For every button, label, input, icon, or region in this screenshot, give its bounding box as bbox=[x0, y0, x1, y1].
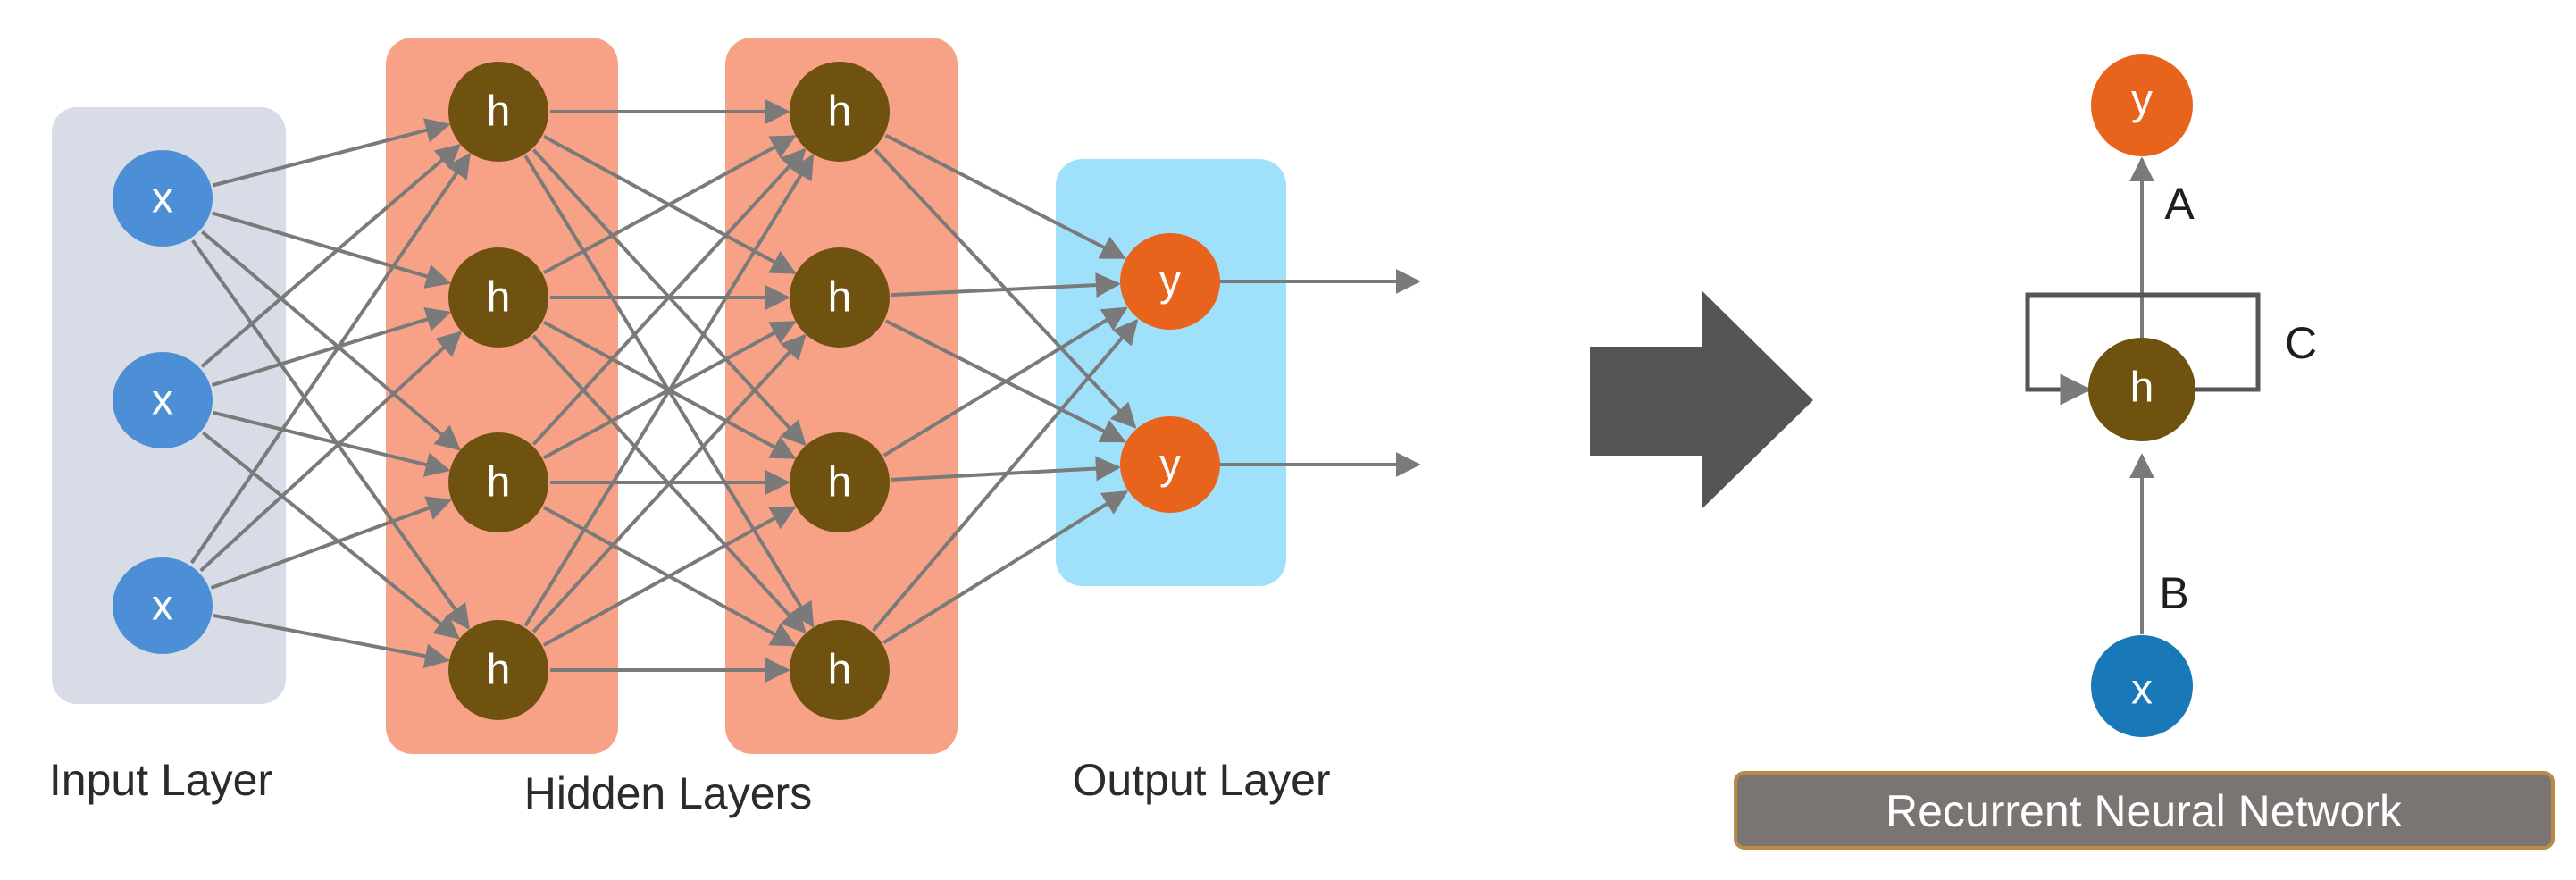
hidden-layer-1-panel bbox=[386, 38, 618, 754]
right-arrow-icon bbox=[1590, 290, 1813, 509]
rnn-input-node-label: x bbox=[2131, 666, 2153, 714]
input-node-label: x bbox=[152, 582, 173, 630]
hidden-node-label: h bbox=[487, 459, 511, 507]
hidden-node-label: h bbox=[487, 88, 511, 136]
output-node-label: y bbox=[1159, 441, 1181, 489]
connection-edge bbox=[211, 306, 452, 387]
hidden-layers-label: Hidden Layers bbox=[524, 768, 812, 818]
connection-edge bbox=[531, 147, 807, 446]
hidden-node-label: h bbox=[828, 274, 852, 322]
connection-edge bbox=[199, 331, 463, 573]
connection-edge bbox=[523, 154, 815, 627]
input-node-label: x bbox=[152, 377, 173, 424]
rnn-edge-b-label: B bbox=[2159, 568, 2188, 618]
rnn-hidden-node: h bbox=[2088, 338, 2195, 441]
hidden-node: h bbox=[790, 432, 890, 532]
hidden-node: h bbox=[448, 620, 548, 720]
rnn-input-node: x bbox=[2091, 635, 2193, 737]
hidden-node-label: h bbox=[487, 647, 511, 694]
rnn-output-node-label: y bbox=[2131, 77, 2153, 124]
input-layer-label: Input Layer bbox=[49, 755, 272, 805]
output-node-label: y bbox=[1159, 258, 1181, 306]
input-node: x bbox=[113, 150, 213, 247]
output-node: y bbox=[1120, 233, 1220, 330]
connection-edge bbox=[200, 143, 462, 368]
rnn-caption-box bbox=[1734, 771, 2555, 850]
hidden-node-label: h bbox=[828, 647, 852, 694]
hidden-node: h bbox=[448, 432, 548, 532]
connection-edge bbox=[882, 306, 1128, 457]
rnn-recurrent-loop bbox=[2025, 292, 2261, 406]
connection-edge bbox=[542, 506, 797, 647]
hidden-node-label: h bbox=[828, 459, 852, 507]
connection-edge bbox=[212, 410, 451, 477]
input-node: x bbox=[113, 557, 213, 654]
rnn-hidden-node-label: h bbox=[2130, 365, 2154, 412]
connection-edge bbox=[542, 134, 797, 275]
connection-edge bbox=[213, 613, 450, 669]
input-node-label: x bbox=[152, 175, 173, 222]
connection-edge bbox=[201, 431, 460, 640]
output-layer-label: Output Layer bbox=[1072, 755, 1330, 805]
connection-edges bbox=[189, 99, 1139, 683]
connection-edge bbox=[531, 333, 807, 633]
hidden-node: h bbox=[790, 62, 890, 162]
hidden-node-label: h bbox=[487, 274, 511, 322]
hidden-node: h bbox=[790, 247, 890, 348]
connection-edge bbox=[210, 496, 453, 590]
rnn-caption: Recurrent Neural Network bbox=[1886, 786, 2403, 836]
hidden-node: h bbox=[790, 620, 890, 720]
input-node: x bbox=[113, 352, 213, 448]
connection-edge bbox=[882, 490, 1129, 645]
rnn-edge-a-label: A bbox=[2164, 179, 2195, 229]
hidden-node-label: h bbox=[828, 88, 852, 136]
connection-edge bbox=[212, 211, 452, 289]
rnn-edge-c-label: C bbox=[2285, 318, 2317, 368]
hidden-node: h bbox=[448, 247, 548, 348]
connection-edge bbox=[872, 319, 1139, 633]
connection-edge bbox=[891, 272, 1121, 298]
connection-edge bbox=[200, 230, 461, 451]
hidden-node: h bbox=[448, 62, 548, 162]
rnn-output-node: y bbox=[2091, 54, 2193, 156]
connection-edge bbox=[189, 152, 472, 565]
connection-edge bbox=[191, 239, 470, 631]
connection-edge bbox=[884, 133, 1126, 260]
connection-edge bbox=[212, 118, 451, 188]
output-node: y bbox=[1120, 416, 1220, 513]
